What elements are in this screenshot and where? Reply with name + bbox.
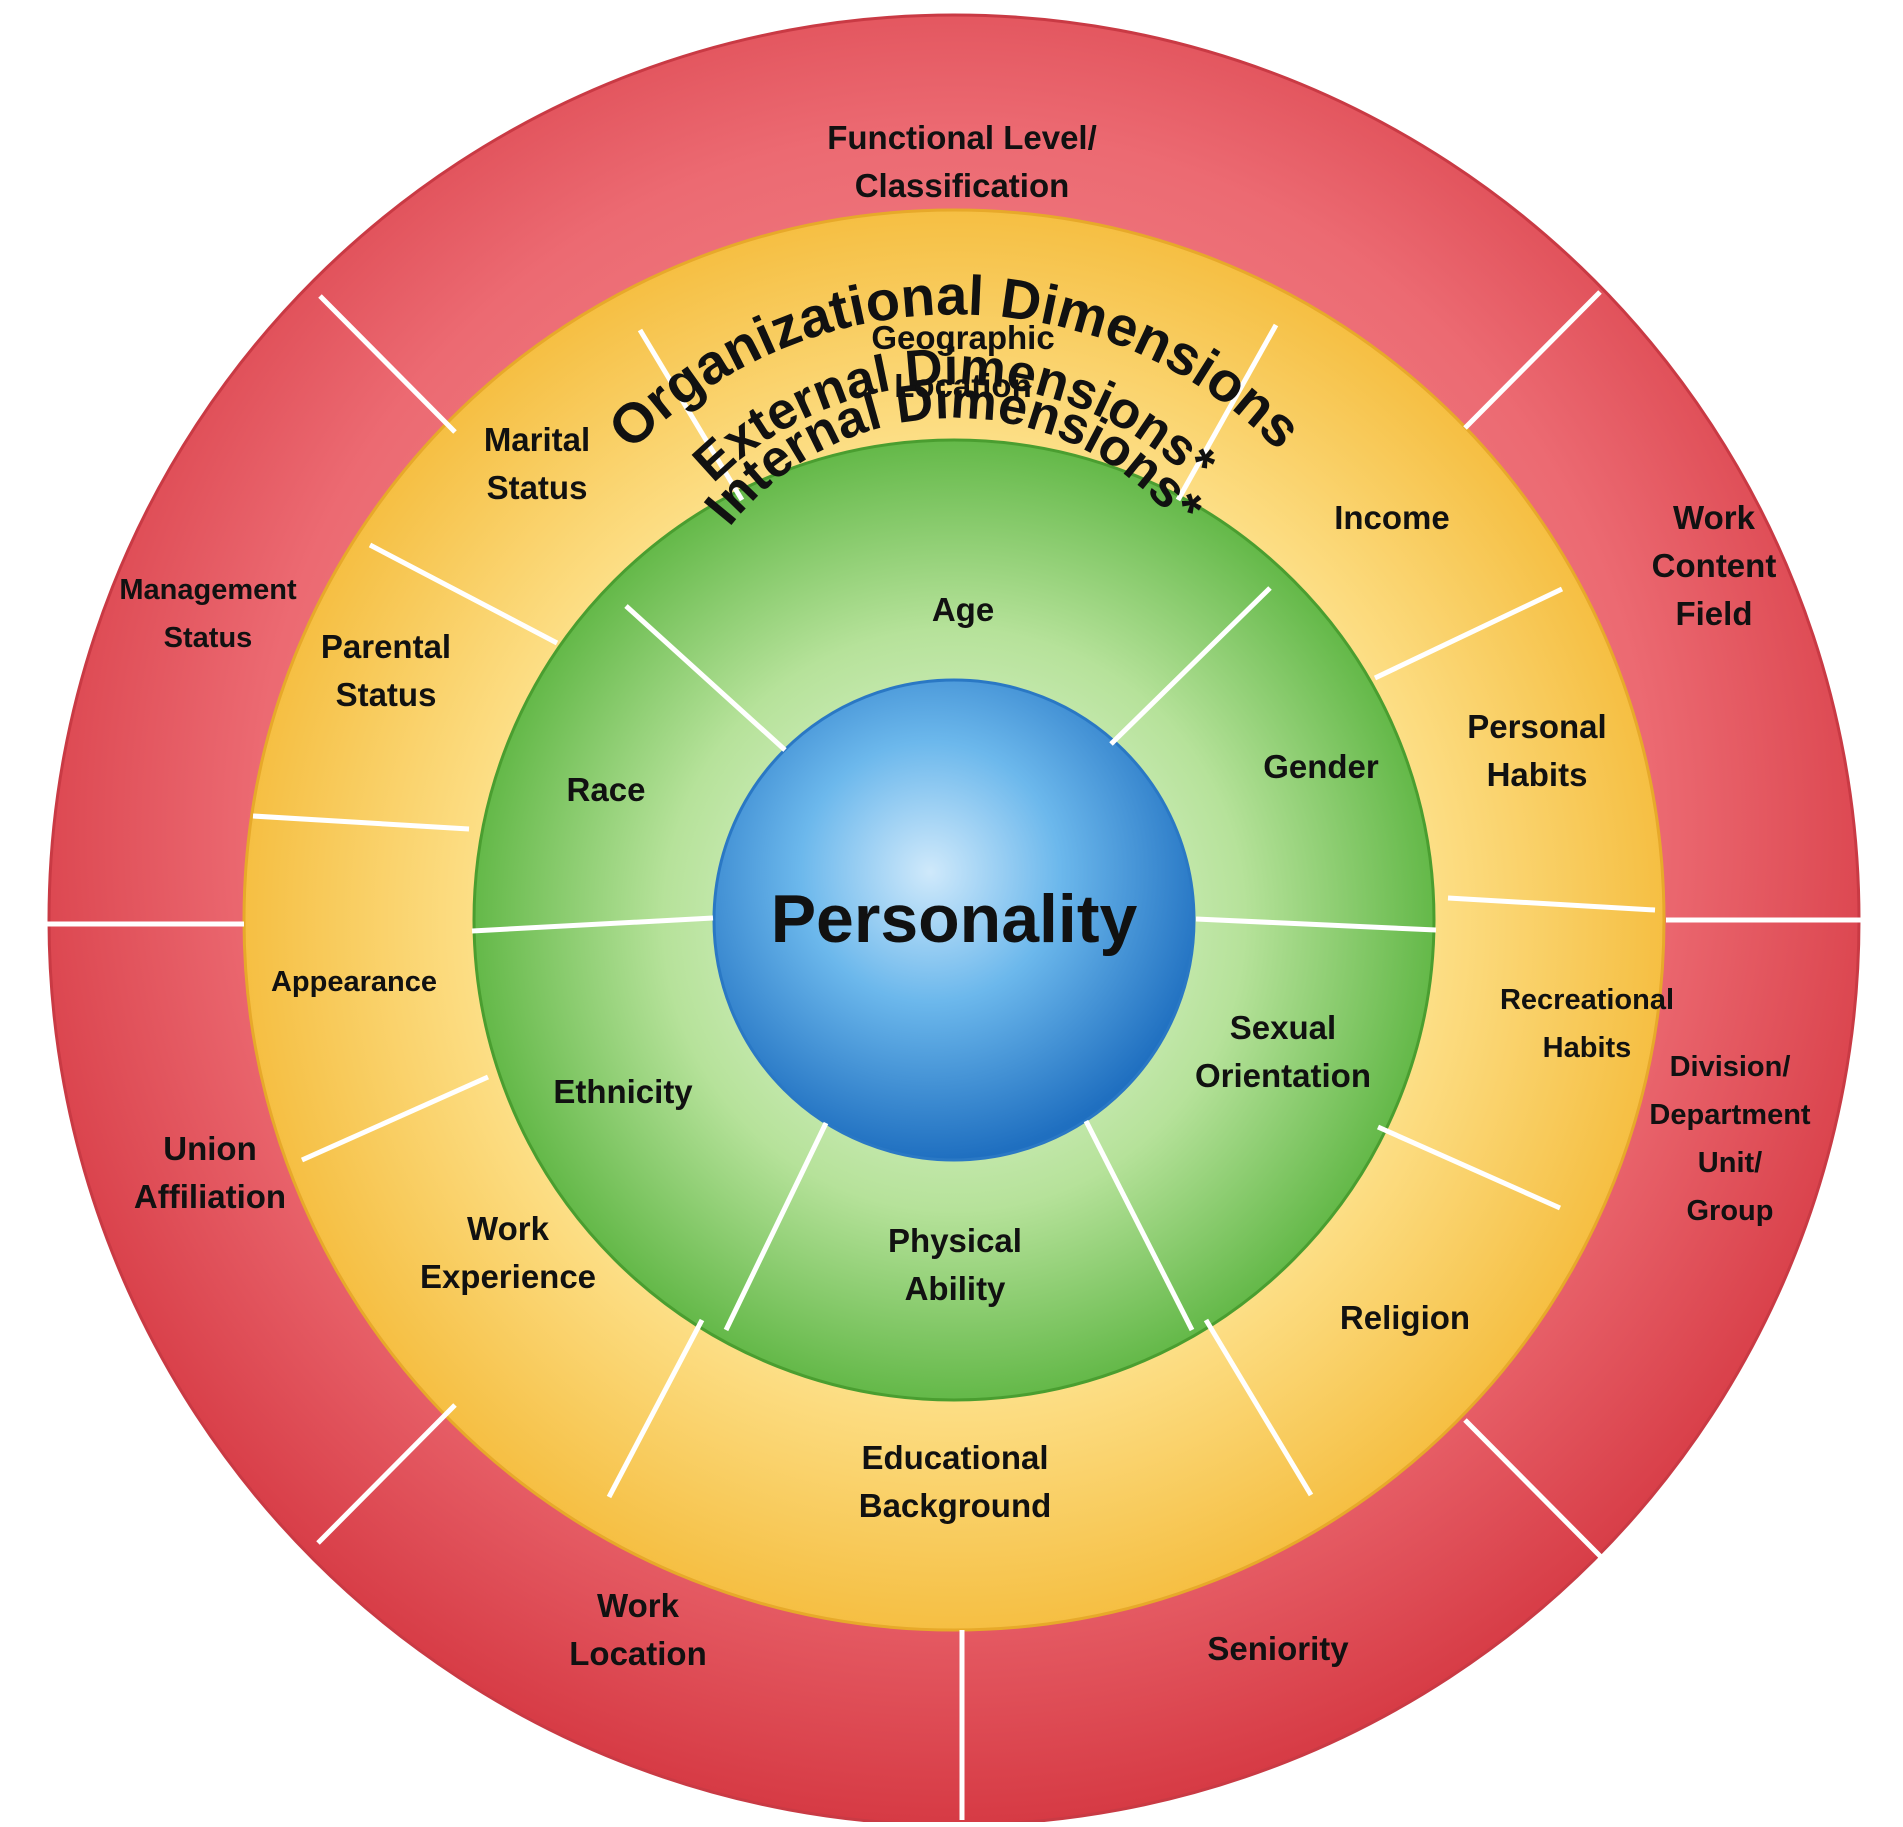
- organizational-segment-6-line-1: Union: [163, 1130, 256, 1167]
- external-segment-4-line-2: Habits: [1543, 1032, 1632, 1064]
- internal-segment-5: Ethnicity: [553, 1073, 693, 1110]
- internal-segment-5-line-1: Ethnicity: [553, 1073, 693, 1110]
- internal-segment-3-line-2: Orientation: [1195, 1057, 1371, 1094]
- external-segment-2: Income: [1334, 499, 1450, 536]
- organizational-segment-5-line-1: Work: [597, 1587, 680, 1624]
- organizational-segment-2-line-3: Field: [1675, 595, 1752, 632]
- external-segment-1-line-1: Geographic: [871, 319, 1054, 356]
- external-segment-8: Appearance: [271, 966, 437, 998]
- organizational-segment-3-line-4: Group: [1687, 1195, 1774, 1227]
- external-segment-5-line-1: Religion: [1340, 1299, 1470, 1336]
- internal-segment-2: Gender: [1263, 748, 1379, 785]
- organizational-segment-5-line-2: Location: [569, 1635, 707, 1672]
- external-segment-3-line-2: Habits: [1487, 756, 1588, 793]
- internal-segment-2-line-1: Gender: [1263, 748, 1379, 785]
- external-segment-6-line-2: Background: [859, 1487, 1052, 1524]
- internal-segment-6-line-1: Race: [567, 771, 646, 808]
- external-segment-1-line-2: Location: [894, 367, 1032, 404]
- external-segment-6-line-1: Educational: [861, 1439, 1048, 1476]
- external-segment-5: Religion: [1340, 1299, 1470, 1336]
- internal-segment-1-line-1: Age: [932, 591, 994, 628]
- internal-segment-3-line-1: Sexual: [1230, 1009, 1336, 1046]
- organizational-segment-2-line-1: Work: [1673, 499, 1756, 536]
- organizational-segment-1: Functional Level/Classification: [827, 119, 1097, 204]
- external-segment-2-line-1: Income: [1334, 499, 1450, 536]
- organizational-segment-3-line-3: Unit/: [1698, 1147, 1762, 1179]
- organizational-segment-3-line-1: Division/: [1670, 1051, 1791, 1083]
- external-segment-7-line-2: Experience: [420, 1258, 596, 1295]
- external-segment-10-line-1: Marital: [484, 421, 590, 458]
- external-segment-7-line-1: Work: [467, 1210, 550, 1247]
- organizational-segment-1-line-2: Classification: [855, 167, 1070, 204]
- external-segment-4-line-1: Recreational: [1500, 984, 1674, 1016]
- organizational-segment-4-line-1: Seniority: [1207, 1630, 1349, 1667]
- external-segment-9-line-1: Parental: [321, 628, 451, 665]
- organizational-segment-3-line-2: Department: [1649, 1099, 1810, 1131]
- organizational-dividers: [38, 290, 1870, 1820]
- external-segment-8-line-1: Appearance: [271, 966, 437, 998]
- internal-segment-4-line-1: Physical: [888, 1222, 1022, 1259]
- internal-dividers: [471, 586, 1437, 1332]
- organizational-segment-4: Seniority: [1207, 1630, 1349, 1667]
- organizational-segment-7-line-1: Management: [119, 574, 297, 606]
- center-label: Personality: [771, 881, 1138, 957]
- internal-segment-6: Race: [567, 771, 646, 808]
- external-segment-10-line-2: Status: [487, 469, 588, 506]
- organizational-segment-6-line-2: Affiliation: [134, 1178, 286, 1215]
- external-segment-9-line-2: Status: [336, 676, 437, 713]
- internal-segment-4-line-2: Ability: [905, 1270, 1006, 1307]
- internal-segment-1: Age: [932, 591, 994, 628]
- external-segment-3-line-1: Personal: [1467, 708, 1606, 745]
- center-circle: [712, 678, 1196, 1162]
- organizational-segment-2-line-2: Content: [1652, 547, 1777, 584]
- organizational-segment-7-line-2: Status: [164, 622, 253, 654]
- organizational-segment-1-line-1: Functional Level/: [827, 119, 1097, 156]
- external-dividers: [252, 323, 1656, 1499]
